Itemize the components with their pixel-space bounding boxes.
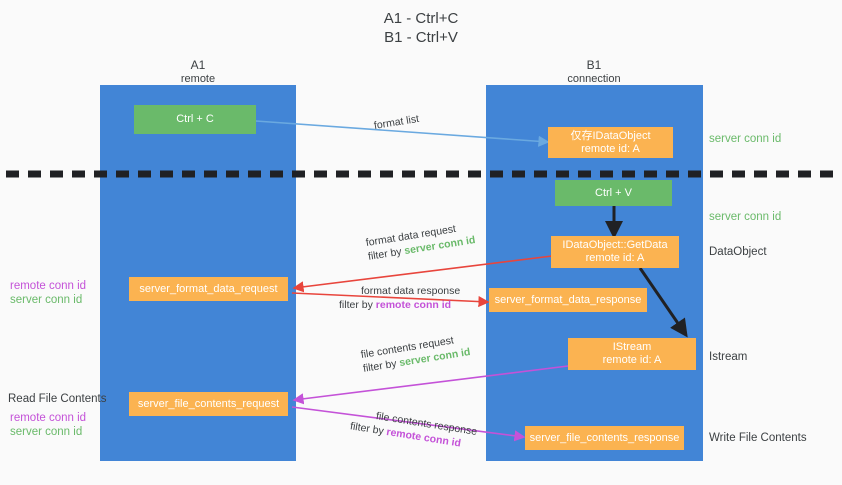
arrow-file-contents-response [291,406,526,442]
label-left-server-conn-id-2: server conn id [10,426,83,438]
arrow-format-data-request [292,255,553,293]
node-istream-sub: remote id: A [602,354,662,366]
node-getdata-title: IDataObject::GetData [562,239,668,251]
node-ctrl-c-label: Ctrl + C [176,113,214,125]
label-right-dataobject: DataObject [709,246,767,258]
node-server-format-data-request[interactable]: server_format_data_request [129,277,288,301]
node-server-file-contents-request-label: server_file_contents_request [137,397,280,410]
label-right-istream: Istream [709,351,748,363]
page-title: A1 - Ctrl+C B1 - Ctrl+V [0,9,842,47]
node-server-file-contents-request[interactable]: server_file_contents_request [129,392,288,416]
node-ctrl-v[interactable]: Ctrl + V [555,180,672,206]
title-line-2: B1 - Ctrl+V [384,29,458,46]
arrow-file-contents-request [292,365,569,405]
column-header-a1-name: A1 [190,58,206,72]
label-right-write-file-contents: Write File Contents [709,432,807,444]
column-header-b1-name: B1 [586,58,602,72]
node-idataobject-sub: remote id: A [581,142,640,155]
arrow-format-list [255,120,550,147]
label-left-read-file-contents: Read File Contents [8,393,107,405]
node-idataobject[interactable]: 仅存IDataObject remote id: A [548,127,673,158]
node-server-file-contents-response[interactable]: server_file_contents_response [525,426,684,450]
node-server-format-data-request-label: server_format_data_request [139,282,278,295]
node-server-file-contents-response-label: server_file_contents_response [529,431,680,444]
filter-prefix: filter by [339,299,376,311]
node-server-format-data-response[interactable]: server_format_data_response [489,288,647,312]
arrow-format-data-response [291,292,490,308]
label-right-server-conn-id-mid: server conn id [709,211,782,223]
column-header-a1-sub: remote [180,73,216,85]
label-left-remote-conn-id-1: remote conn id [10,280,87,292]
label-left-server-conn-id-1: server conn id [10,294,83,306]
edge-label-format-data-response-text: format data response [361,285,461,297]
node-ctrl-c[interactable]: Ctrl + C [134,105,256,134]
label-left-remote-conn-id-2: remote conn id [10,412,87,424]
arrow-getdata-to-istream [638,267,688,338]
edge-label-format-data-response: format data response filter by remote co… [339,284,461,312]
label-right-server-conn-id-top: server conn id [709,133,782,145]
node-idataobject-getdata[interactable]: IDataObject::GetData remote id: A [551,236,679,268]
column-header-a1: A1 remote [118,58,278,86]
filter-value-remote-conn-id: remote conn id [375,299,452,311]
node-idataobject-title: 仅存IDataObject [570,129,651,142]
column-header-b1: B1 connection [514,58,674,86]
column-header-b1-sub: connection [567,73,621,85]
title-line-1: A1 - Ctrl+C [383,10,459,27]
node-getdata-sub: remote id: A [585,252,645,264]
node-ctrl-v-label: Ctrl + V [595,186,632,199]
node-server-format-data-response-label: server_format_data_response [494,293,642,306]
node-istream[interactable]: IStream remote id: A [568,338,696,370]
edge-label-format-data-response-filter: filter by remote conn id [339,298,460,312]
node-istream-title: IStream [612,341,652,353]
